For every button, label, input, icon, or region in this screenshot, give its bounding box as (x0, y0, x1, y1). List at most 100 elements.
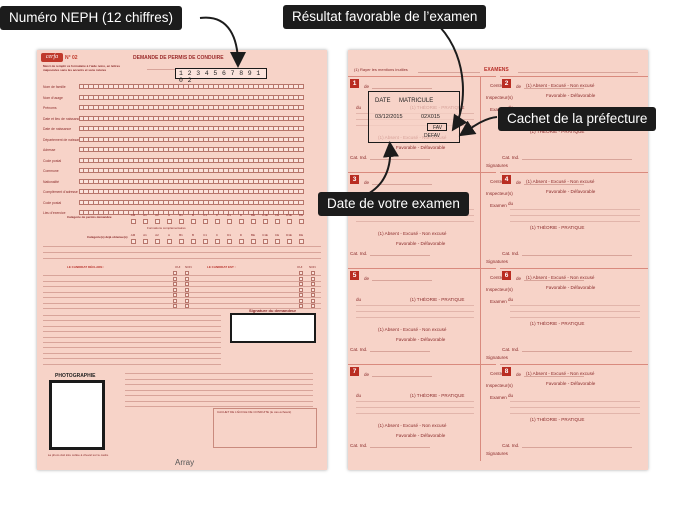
category-cell[interactable]: B1 (175, 213, 187, 224)
category-checkbox[interactable] (262, 238, 268, 244)
category-checkbox[interactable] (262, 218, 268, 224)
category-cell[interactable]: DE (295, 233, 307, 244)
category-cell[interactable]: D (235, 233, 247, 244)
category-cell[interactable]: D1E (283, 233, 295, 244)
category-cell[interactable]: A2 (151, 233, 163, 244)
category-cell[interactable]: B (187, 233, 199, 244)
category-cell[interactable]: A (163, 233, 175, 244)
yes-no-checkbox[interactable] (173, 304, 177, 308)
yes-no-checkbox[interactable] (299, 293, 303, 297)
category-checkbox[interactable] (250, 218, 256, 224)
category-checkbox[interactable] (202, 238, 208, 244)
category-cell[interactable]: D1E (283, 213, 295, 224)
category-cell[interactable]: D1 (223, 213, 235, 224)
field-boxes[interactable] (79, 189, 304, 194)
category-cell[interactable]: A2 (151, 213, 163, 224)
yes-no-checkbox[interactable] (185, 271, 189, 275)
category-cell[interactable]: D (235, 213, 247, 224)
yes-no-checkbox[interactable] (173, 287, 177, 292)
category-checkbox[interactable] (250, 238, 256, 244)
field-boxes[interactable] (79, 105, 304, 110)
category-checkbox[interactable] (166, 218, 172, 224)
yes-no-checkbox[interactable] (311, 304, 315, 308)
field-boxes[interactable] (79, 126, 304, 131)
category-checkbox[interactable] (286, 238, 292, 244)
category-cell[interactable]: C1 (199, 233, 211, 244)
category-cell[interactable]: C (211, 233, 223, 244)
category-cell[interactable]: C (211, 213, 223, 224)
category-checkbox[interactable] (226, 218, 232, 224)
category-checkbox[interactable] (238, 238, 244, 244)
category-checkbox[interactable] (142, 218, 148, 224)
yes-no-checkbox[interactable] (299, 276, 303, 281)
category-checkbox[interactable] (190, 218, 196, 224)
signature-box[interactable] (230, 313, 316, 343)
category-checkbox[interactable] (238, 218, 244, 224)
category-checkbox[interactable] (178, 218, 184, 224)
field-boxes[interactable] (79, 199, 304, 205)
category-cell[interactable]: CE (271, 213, 283, 224)
category-checkbox[interactable] (154, 218, 160, 224)
category-cell[interactable]: CE (271, 233, 283, 244)
category-checkbox[interactable] (226, 238, 232, 244)
field-boxes[interactable] (79, 157, 304, 163)
category-checkbox[interactable] (154, 238, 160, 244)
category-cell[interactable]: AM (127, 213, 139, 224)
category-cell[interactable]: B1 (175, 233, 187, 244)
yes-no-checkbox[interactable] (185, 276, 189, 281)
category-checkbox[interactable] (298, 238, 304, 244)
category-checkbox[interactable] (130, 238, 136, 244)
yes-no-checkbox[interactable] (299, 282, 303, 286)
category-cell[interactable]: A (163, 213, 175, 224)
yes-no-checkbox[interactable] (185, 298, 189, 303)
yes-no-checkbox[interactable] (299, 287, 303, 292)
yes-no-checkbox[interactable] (185, 282, 189, 286)
yes-no-checkbox[interactable] (173, 282, 177, 286)
category-checkbox[interactable] (298, 218, 304, 224)
yes-no-checkbox[interactable] (173, 298, 177, 303)
category-checkbox[interactable] (166, 238, 172, 244)
yes-no-checkbox[interactable] (311, 287, 315, 292)
category-checkbox[interactable] (190, 238, 196, 244)
category-cell[interactable]: BE (247, 233, 259, 244)
category-checkbox[interactable] (214, 218, 220, 224)
yes-no-checkbox[interactable] (311, 293, 315, 297)
yes-no-checkbox[interactable] (311, 271, 315, 275)
category-cell[interactable]: DE (295, 213, 307, 224)
category-cell[interactable]: BE (247, 213, 259, 224)
field-boxes[interactable] (79, 84, 304, 89)
yes-no-checkbox[interactable] (299, 304, 303, 308)
field-boxes[interactable] (79, 94, 304, 100)
field-boxes[interactable] (79, 115, 304, 121)
yes-no-checkbox[interactable] (185, 293, 189, 297)
category-cell[interactable]: C1E (259, 233, 271, 244)
category-checkbox[interactable] (142, 238, 148, 244)
category-checkbox[interactable] (202, 218, 208, 224)
category-checkbox[interactable] (214, 238, 220, 244)
category-checkbox[interactable] (130, 218, 136, 224)
yes-no-checkbox[interactable] (299, 271, 303, 275)
category-cell[interactable]: A1 (139, 233, 151, 244)
category-checkbox[interactable] (178, 238, 184, 244)
yes-no-checkbox[interactable] (173, 276, 177, 281)
category-cell[interactable]: D1 (223, 233, 235, 244)
category-cell[interactable]: B (187, 213, 199, 224)
yes-no-checkbox[interactable] (185, 304, 189, 308)
photo-box[interactable] (49, 380, 105, 450)
category-checkbox[interactable] (286, 218, 292, 224)
field-boxes[interactable] (79, 136, 304, 142)
category-checkbox[interactable] (274, 218, 280, 224)
category-cell[interactable]: C1 (199, 213, 211, 224)
yes-no-checkbox[interactable] (299, 298, 303, 303)
field-boxes[interactable] (79, 147, 304, 152)
category-cell[interactable]: A1 (139, 213, 151, 224)
yes-no-checkbox[interactable] (173, 271, 177, 275)
field-boxes[interactable] (79, 210, 304, 215)
category-checkbox[interactable] (274, 238, 280, 244)
yes-no-checkbox[interactable] (311, 298, 315, 303)
category-cell[interactable]: C1E (259, 213, 271, 224)
yes-no-checkbox[interactable] (311, 282, 315, 286)
yes-no-checkbox[interactable] (185, 287, 189, 292)
category-cell[interactable]: AM (127, 233, 139, 244)
yes-no-checkbox[interactable] (311, 276, 315, 281)
